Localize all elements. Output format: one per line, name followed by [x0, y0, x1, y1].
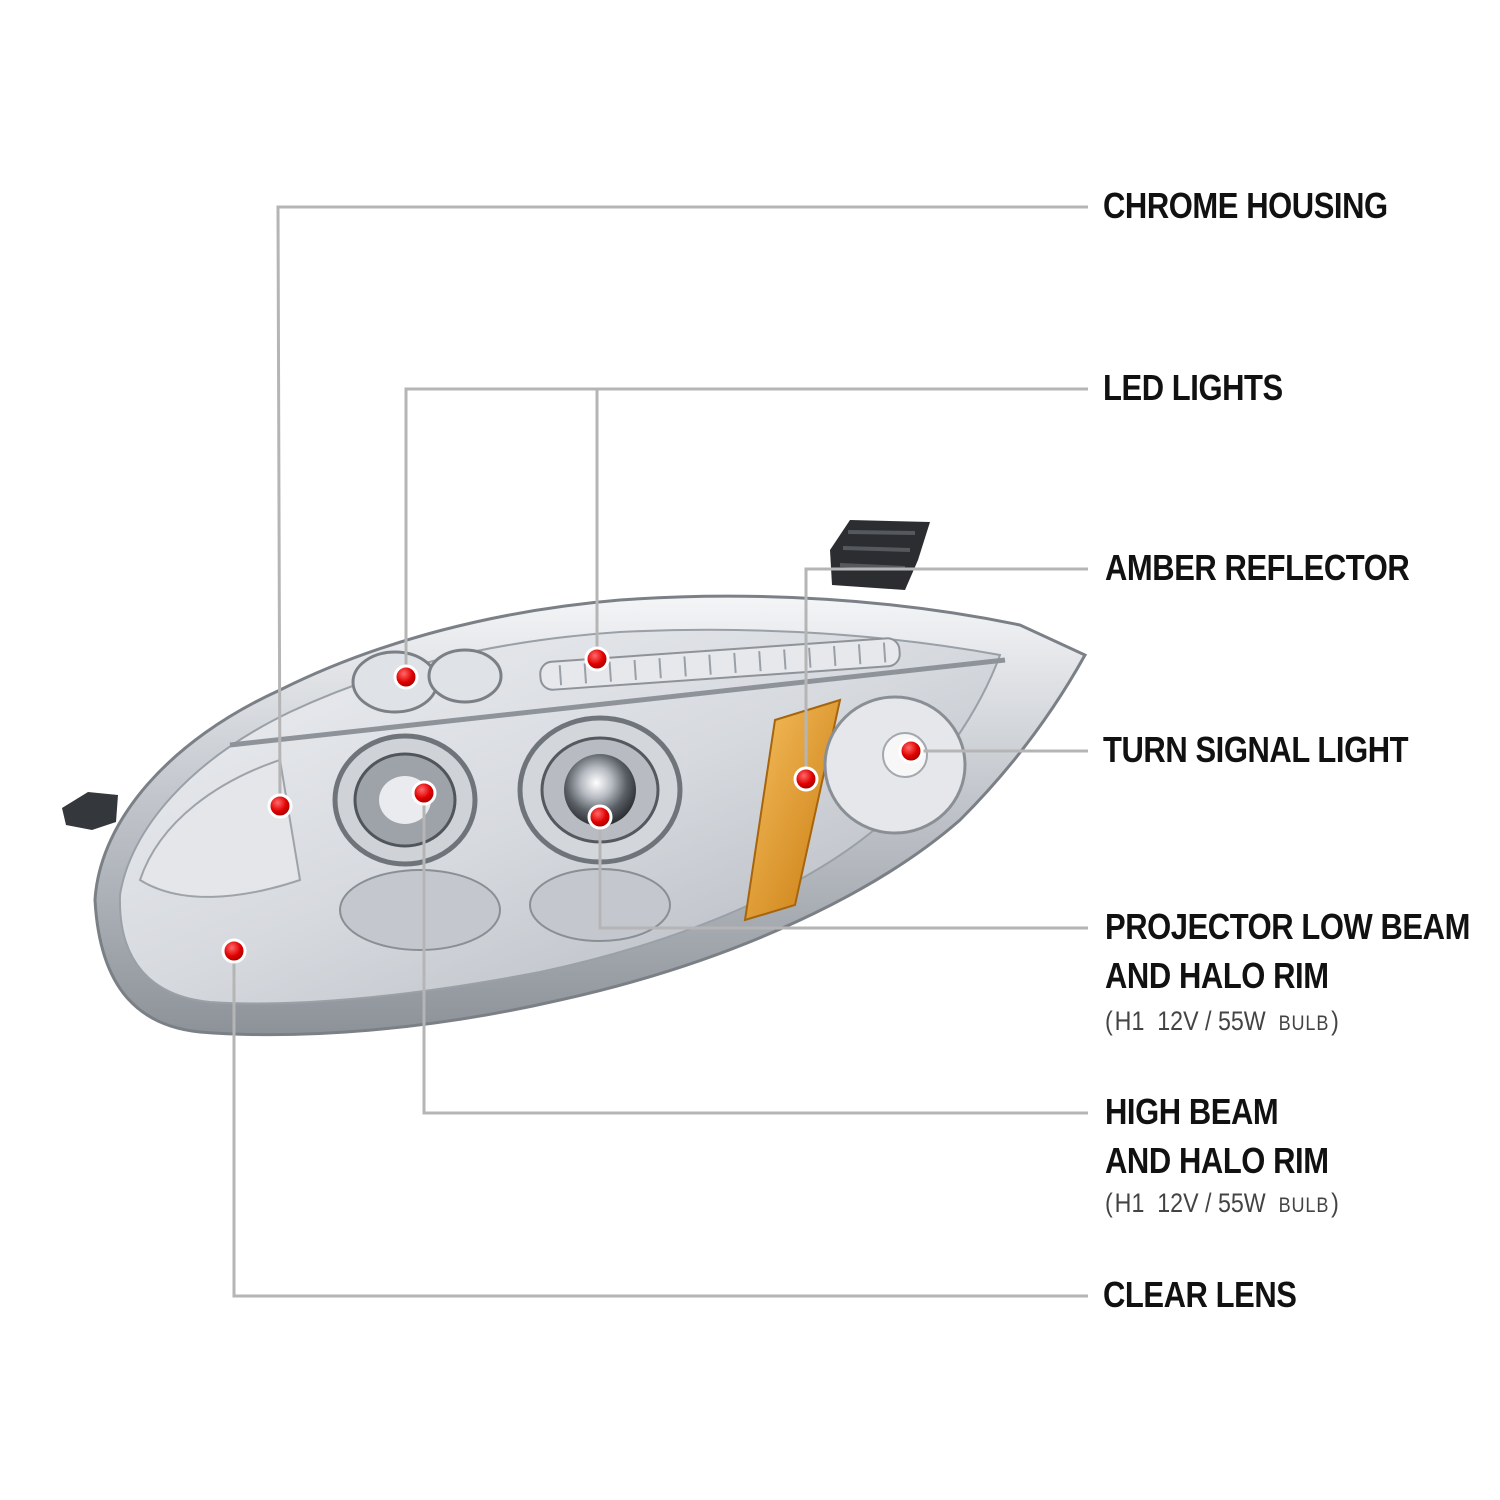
marker-projector	[587, 804, 613, 830]
leader-line-amber-reflector	[804, 567, 1088, 779]
projector-bulb-wattage: 55W	[1217, 1006, 1266, 1036]
high-beam-bulb-type: H1	[1114, 1188, 1145, 1218]
label-amber-reflector: AMBER REFLECTOR	[1105, 547, 1410, 588]
marker-led-lights-right	[584, 646, 610, 672]
label-projector-line-2: AND HALO RIM	[1105, 955, 1329, 996]
label-turn-signal-light: TURN SIGNAL LIGHT	[1103, 729, 1409, 770]
label-led-lights: LED LIGHTS	[1103, 367, 1283, 408]
marker-amber-reflector	[793, 766, 819, 792]
leader-line-high-beam	[422, 793, 1088, 1115]
marker-high-beam	[411, 780, 437, 806]
projector-bulb-type: H1	[1114, 1006, 1145, 1036]
marker-chrome-housing	[267, 793, 293, 819]
headlight-illustration	[62, 520, 1088, 1037]
projector-lens	[564, 754, 636, 826]
leader-line-chrome-housing	[276, 205, 1088, 807]
label-clear-lens: CLEAR LENS	[1103, 1274, 1297, 1315]
label-high-beam-line-1: HIGH BEAM	[1105, 1091, 1279, 1132]
projector-bulb-voltage: 12V	[1157, 1006, 1199, 1036]
label-high-beam-line-2: AND HALO RIM	[1105, 1140, 1329, 1181]
marker-turn-signal	[898, 738, 924, 764]
high-beam-bulb-voltage: 12V	[1157, 1188, 1199, 1218]
mounting-bracket	[830, 520, 930, 590]
marker-clear-lens	[221, 938, 247, 964]
marker-led-lights-left	[393, 664, 419, 690]
amber-reflector-shape	[743, 698, 842, 922]
label-chrome-housing: CHROME HOUSING	[1103, 185, 1388, 226]
leader-line-clear-lens	[232, 951, 1088, 1298]
projector-bulb-spec: ( H1 12V / 55W BULB )	[1105, 1006, 1339, 1036]
high-beam-bulb-wattage: 55W	[1217, 1188, 1266, 1218]
high-beam-bulb-suffix: BULB	[1278, 1194, 1330, 1217]
side-clip	[62, 792, 118, 830]
leader-lines	[232, 205, 1088, 1298]
callout-markers	[221, 646, 924, 964]
leader-line-projector	[598, 817, 1088, 930]
high-beam-bulb-spec: ( H1 12V / 55W BULB )	[1105, 1188, 1339, 1218]
leader-line-led-lights-left	[404, 387, 1088, 677]
label-projector-line-1: PROJECTOR LOW BEAM	[1105, 906, 1470, 947]
projector-bulb-suffix: BULB	[1278, 1012, 1330, 1035]
